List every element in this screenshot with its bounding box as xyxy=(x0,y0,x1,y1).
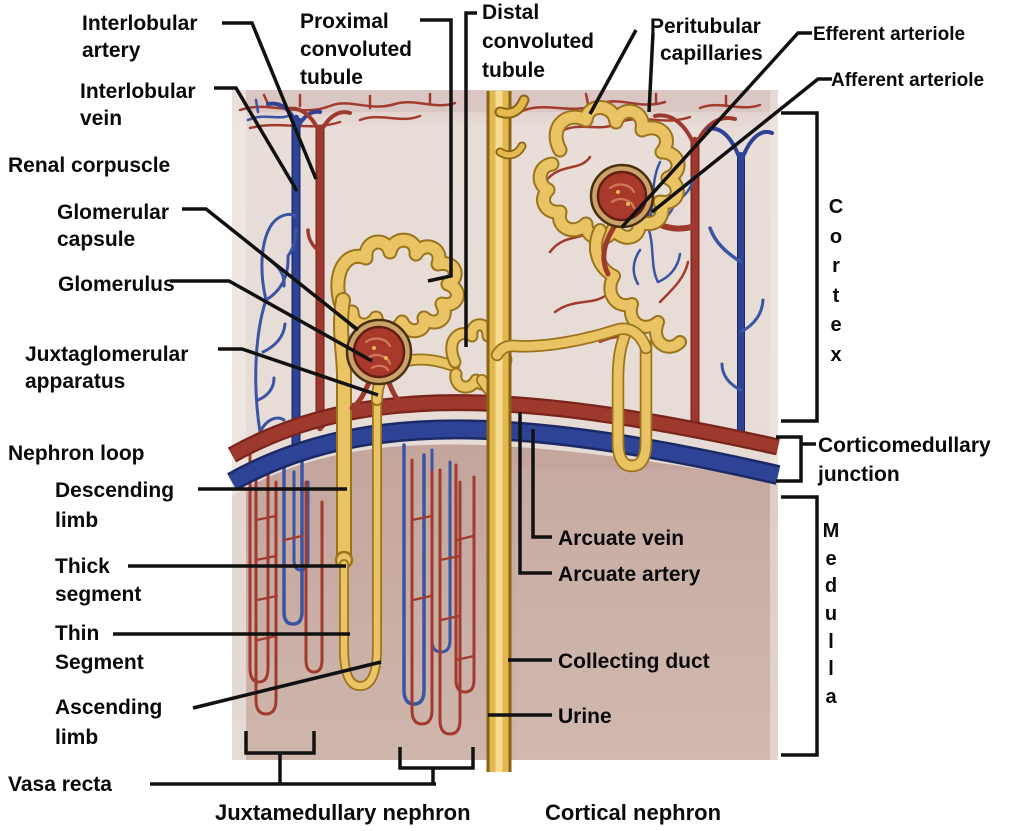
pointer-peritubular-capillaries-2 xyxy=(647,32,655,113)
svg-text:o: o xyxy=(830,226,842,248)
label-distal-convoluted-tubule: Distal xyxy=(482,1,539,24)
svg-text:e: e xyxy=(830,314,841,336)
label-collecting-duct: Collecting duct xyxy=(558,650,710,673)
label-peritubular-capillaries: Peritubular xyxy=(650,15,761,38)
tissue-right-edge xyxy=(770,90,778,760)
pointer-interlobular-artery xyxy=(222,21,318,180)
corticomedullary-junction-bracket xyxy=(776,435,816,483)
descending-limb-tube xyxy=(335,294,350,562)
glomerulus-right xyxy=(596,170,648,222)
label-glomerular-capsule: Glomerular xyxy=(57,201,169,224)
label-interlobular-vein: Interlobular xyxy=(80,80,196,103)
svg-text:u: u xyxy=(825,603,837,625)
vasa-recta-group-left xyxy=(248,446,324,716)
label-distal-convoluted-tubule-3: tubule xyxy=(482,59,545,82)
label-nephron-loop: Nephron loop xyxy=(8,442,144,465)
glomerulus-left xyxy=(352,325,406,379)
label-cortex: C o r t e x xyxy=(829,196,843,366)
label-efferent-arteriole: Efferent arteriole xyxy=(813,24,965,45)
label-arcuate-vein: Arcuate vein xyxy=(558,527,684,550)
medulla-bracket xyxy=(781,495,819,757)
label-renal-corpuscle: Renal corpuscle xyxy=(8,154,170,177)
svg-text:C: C xyxy=(829,196,843,218)
label-thick-segment-2: segment xyxy=(55,583,141,606)
label-urine: Urine xyxy=(558,705,612,728)
label-interlobular-artery-2: artery xyxy=(82,39,141,62)
renal-corpuscle-left xyxy=(345,318,413,411)
vasa-recta-bracket-left xyxy=(244,731,316,784)
label-ascending-limb-2: limb xyxy=(55,726,98,749)
collecting-duct-tube xyxy=(486,91,530,772)
vasa-recta-group-right xyxy=(402,443,476,736)
pointer-proximal-convoluted-tubule xyxy=(420,18,453,283)
pointer-glomerulus xyxy=(170,279,373,363)
svg-text:l: l xyxy=(828,658,834,680)
cortical-nephron xyxy=(490,100,687,473)
label-interlobular-artery: Interlobular xyxy=(82,12,198,35)
label-glomerular-capsule-2: capsule xyxy=(57,228,135,251)
pointer-glomerular-capsule xyxy=(182,207,360,332)
label-medulla: M e d u l l a xyxy=(823,520,840,708)
svg-text:e: e xyxy=(825,548,836,570)
label-juxtaglomerular-apparatus: Juxtaglomerular xyxy=(25,343,188,366)
pointer-arcuate-vein xyxy=(531,429,552,539)
label-distal-convoluted-tubule-2: convoluted xyxy=(482,30,594,53)
label-interlobular-vein-2: vein xyxy=(80,107,122,130)
pointer-efferent-arteriole xyxy=(620,31,812,229)
label-arcuate-artery: Arcuate artery xyxy=(558,563,701,586)
renal-corpuscle-right xyxy=(589,163,655,229)
cortex-bracket xyxy=(781,111,819,423)
svg-text:d: d xyxy=(825,575,837,597)
label-descending-limb-2: limb xyxy=(55,509,98,532)
label-glomerulus: Glomerulus xyxy=(58,273,175,296)
pointer-afferent-arteriole xyxy=(650,77,832,214)
label-juxtamedullary-nephron: Juxtamedullary nephron xyxy=(215,800,471,825)
label-corticomedullary-junction-2: junction xyxy=(817,463,900,486)
pointer-ascending-limb xyxy=(192,660,382,710)
label-corticomedullary-junction: Corticomedullary xyxy=(818,434,991,457)
label-thick-segment: Thick xyxy=(55,555,110,578)
arcuate-vein-vessel xyxy=(227,419,781,491)
interlobular-vein-left xyxy=(266,101,322,459)
pointer-distal-convoluted-tubule xyxy=(464,11,477,347)
distal-tubule-right xyxy=(492,324,651,360)
svg-text:r: r xyxy=(832,255,840,277)
label-juxtaglomerular-apparatus-2: apparatus xyxy=(25,370,125,393)
svg-text:a: a xyxy=(825,686,837,708)
label-vasa-recta: Vasa recta xyxy=(8,773,112,796)
svg-text:M: M xyxy=(823,520,840,542)
label-thin-segment: Thin xyxy=(55,622,99,645)
label-descending-limb: Descending xyxy=(55,479,174,502)
label-proximal-convoluted-tubule: Proximal xyxy=(300,10,389,33)
text-labels: Interlobular artery Interlobular vein Re… xyxy=(8,1,991,825)
pointer-peritubular-capillaries-1 xyxy=(588,29,638,115)
label-proximal-convoluted-tubule-3: tubule xyxy=(300,66,363,89)
label-proximal-convoluted-tubule-2: convoluted xyxy=(300,38,412,61)
pointer-arcuate-artery xyxy=(518,412,552,575)
vasa-recta-bracket-right xyxy=(398,747,475,784)
svg-text:l: l xyxy=(828,631,834,653)
svg-text:x: x xyxy=(830,344,841,366)
label-cortical-nephron: Cortical nephron xyxy=(545,800,721,825)
cortical-loop xyxy=(613,325,651,471)
label-ascending-limb: Ascending xyxy=(55,696,162,719)
arcuate-artery-vessel xyxy=(227,394,780,463)
label-afferent-arteriole: Afferent arteriole xyxy=(831,70,984,91)
label-thin-segment-2: Segment xyxy=(55,651,144,674)
pointer-interlobular-vein xyxy=(214,86,299,192)
tissue-left-edge xyxy=(232,90,246,760)
interlobular-vein-right xyxy=(706,126,774,437)
pointer-lines xyxy=(113,11,832,786)
svg-text:t: t xyxy=(833,285,840,307)
efferent-arteriole-vessel xyxy=(601,221,619,277)
interlobular-artery-left xyxy=(286,106,352,432)
pointer-juxtaglomerular-apparatus xyxy=(218,347,379,397)
label-peritubular-capillaries-2: capillaries xyxy=(660,42,763,65)
